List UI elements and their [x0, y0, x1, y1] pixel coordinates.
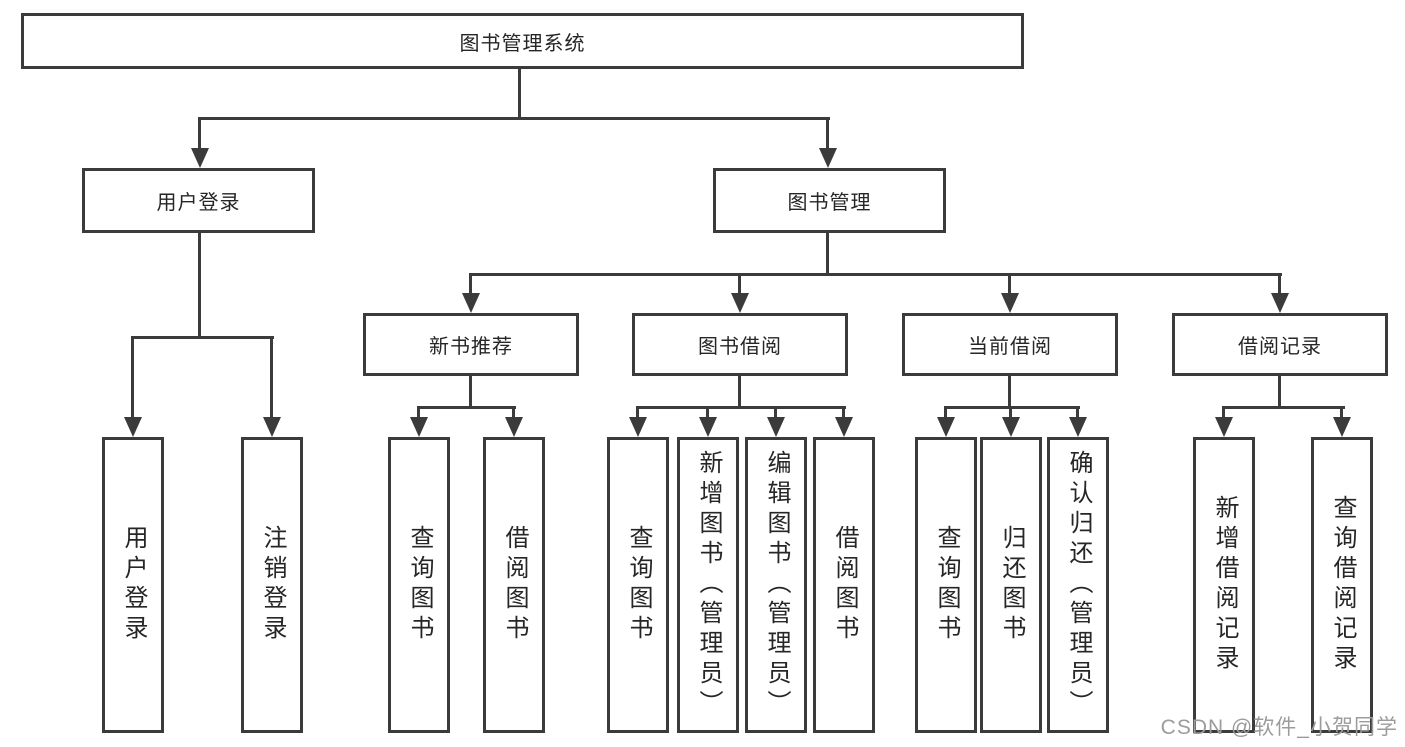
arrow-to-borrow-books-2	[842, 406, 845, 417]
arrow-to-logout-leaf	[270, 336, 273, 417]
node-borrowing-records: 借阅记录	[1172, 313, 1388, 376]
csdn-watermark: CSDN @软件_小贺同学	[1160, 716, 1398, 739]
connector-root-stem	[518, 69, 521, 117]
connector-rail-user-login-children	[131, 336, 274, 339]
arrow-to-current-borrowing	[1008, 273, 1011, 293]
node-book-management-branch: 图书管理	[713, 168, 946, 233]
node-new-book-recommend: 新书推荐	[363, 313, 579, 376]
leaf-user-login: 用户登录	[102, 437, 164, 733]
connector-rail-new-book-recommend-children	[417, 406, 516, 409]
arrow-to-query-borrow-record	[1340, 406, 1343, 417]
arrow-to-query-books-2	[636, 406, 639, 417]
leaf-add-borrow-record: 新增借阅记录	[1193, 437, 1255, 733]
connector-book-borrowing-stem	[738, 376, 741, 406]
connector-user-login-stem	[198, 233, 201, 336]
leaf-query-books-recommend: 查询图书	[388, 437, 450, 733]
connector-new-book-recommend-stem	[469, 376, 472, 406]
arrow-to-new-book-recommend	[469, 273, 472, 293]
leaf-query-books-borrowing: 查询图书	[607, 437, 669, 733]
connector-book-management-stem	[826, 233, 829, 273]
arrow-to-add-borrow-record	[1222, 406, 1225, 417]
leaf-query-borrow-record: 查询借阅记录	[1311, 437, 1373, 733]
arrow-to-user-login-leaf	[131, 336, 134, 417]
connector-rail-current-borrowing-children	[944, 406, 1080, 409]
arrow-to-edit-books-admin	[774, 406, 777, 417]
leaf-borrow-books-borrowing: 借阅图书	[813, 437, 875, 733]
node-current-borrowing: 当前借阅	[902, 313, 1118, 376]
arrow-to-add-books-admin	[706, 406, 709, 417]
node-library-management-system: 图书管理系统	[21, 13, 1024, 69]
arrow-to-user-login-branch	[198, 117, 201, 148]
connector-rail-level3	[469, 273, 1282, 276]
leaf-query-books-current: 查询图书	[915, 437, 977, 733]
arrow-to-borrow-books-1	[512, 406, 515, 417]
arrow-to-borrowing-records	[1278, 273, 1281, 293]
arrow-to-confirm-return-admin	[1076, 406, 1079, 417]
connector-current-borrowing-stem	[1008, 376, 1011, 406]
arrow-to-book-borrowing	[738, 273, 741, 293]
arrow-to-return-books	[1009, 406, 1012, 417]
connector-rail-borrowing-records-children	[1222, 406, 1345, 409]
leaf-add-books-admin: 新增图书（管理员）	[677, 437, 739, 733]
leaf-logout: 注销登录	[241, 437, 303, 733]
leaf-edit-books-admin: 编辑图书（管理员）	[745, 437, 807, 733]
node-user-login-branch: 用户登录	[82, 168, 315, 233]
connector-rail-book-borrowing-children	[636, 406, 846, 409]
leaf-confirm-return-admin: 确认归还（管理员）	[1047, 437, 1109, 733]
connector-rail-level2	[198, 117, 830, 120]
arrow-to-query-books-3	[944, 406, 947, 417]
arrow-to-book-management-branch	[826, 117, 829, 148]
arrow-to-query-books-1	[417, 406, 420, 417]
node-book-borrowing: 图书借阅	[632, 313, 848, 376]
leaf-return-books: 归还图书	[980, 437, 1042, 733]
leaf-borrow-books-recommend: 借阅图书	[483, 437, 545, 733]
connector-borrowing-records-stem	[1278, 376, 1281, 406]
